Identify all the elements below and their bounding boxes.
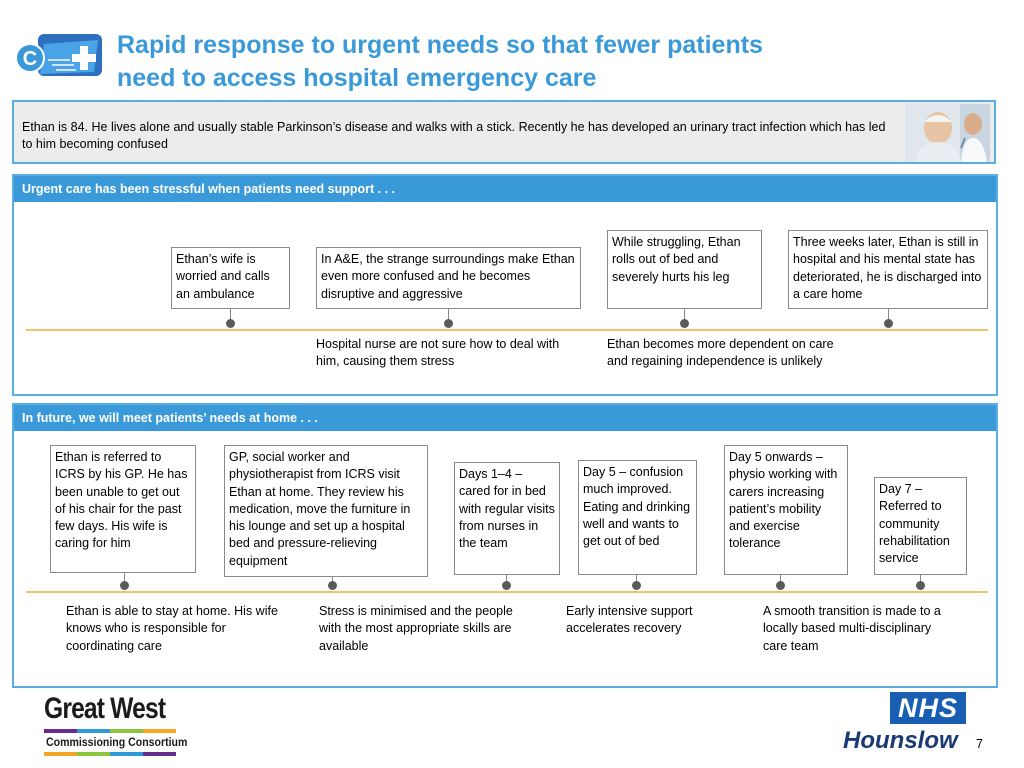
timeline-dot <box>444 319 453 328</box>
current-outcome-2: Ethan becomes more dependent on care and… <box>607 337 834 369</box>
current-section-heading: Urgent care has been stressful when pati… <box>14 176 996 202</box>
current-event-4: Three weeks later, Ethan is still in hos… <box>788 230 988 309</box>
great-west-title: Great West <box>44 692 166 725</box>
timeline-connector <box>124 573 125 583</box>
timeline-connector <box>684 309 685 321</box>
intro-text: Ethan is 84. He lives alone and usually … <box>22 120 886 151</box>
timeline-dot <box>776 581 785 590</box>
future-outcome-1: Ethan is able to stay at home. His wife … <box>66 604 278 653</box>
future-care-section: In future, we will meet patients’ needs … <box>12 403 998 688</box>
future-event-1: Ethan is referred to ICRS by his GP. He … <box>50 445 196 573</box>
timeline-connector <box>506 575 507 583</box>
future-event-3: Days 1–4 – cared for in bed with regular… <box>454 462 560 575</box>
intro-panel: Ethan is 84. He lives alone and usually … <box>12 100 996 164</box>
timeline-dot <box>916 581 925 590</box>
timeline-dot <box>632 581 641 590</box>
page-number: 7 <box>976 737 983 751</box>
timeline-connector <box>888 309 889 321</box>
timeline-connector <box>636 575 637 583</box>
timeline-connector <box>448 309 449 321</box>
current-outcome-1: Hospital nurse are not sure how to deal … <box>316 337 560 369</box>
logo-letter: C <box>23 48 37 70</box>
ccg-c-logo: C <box>14 30 110 86</box>
future-event-5: Day 5 onwards – physio working with care… <box>724 445 848 575</box>
great-west-subtitle: Commissioning Consortium <box>46 735 188 749</box>
timeline-dot <box>328 581 337 590</box>
future-outcome-2: Stress is minimised and the people with … <box>319 604 513 653</box>
future-timeline <box>26 591 988 593</box>
great-west-logo: Great West Commissioning Consortium <box>44 690 188 762</box>
current-event-1: Ethan’s wife is worried and calls an amb… <box>171 247 290 309</box>
timeline-dot <box>120 581 129 590</box>
nhs-organisation-name: Hounslow <box>843 727 958 754</box>
timeline-connector <box>230 309 231 321</box>
timeline-connector <box>332 577 333 583</box>
current-timeline <box>26 329 988 331</box>
future-section-heading: In future, we will meet patients’ needs … <box>14 405 996 431</box>
great-west-colour-bar <box>44 752 176 756</box>
future-outcome-3: Early intensive support accelerates reco… <box>566 604 693 636</box>
page-title: Rapid response to urgent needs so that f… <box>117 29 877 95</box>
timeline-dot <box>502 581 511 590</box>
future-event-4: Day 5 – confusion much improved. Eating … <box>578 460 697 575</box>
nhs-logo-badge: NHS <box>890 692 966 724</box>
timeline-dot <box>226 319 235 328</box>
current-event-3: While struggling, Ethan rolls out of bed… <box>607 230 762 309</box>
current-care-section: Urgent care has been stressful when pati… <box>12 174 998 396</box>
title-line-1: Rapid response to urgent needs so that f… <box>117 31 763 59</box>
timeline-connector <box>780 575 781 583</box>
future-outcome-4: A smooth transition is made to a locally… <box>763 604 941 653</box>
great-west-colour-bar <box>44 729 176 733</box>
current-event-2: In A&E, the strange surroundings make Et… <box>316 247 581 309</box>
title-line-2: need to access hospital emergency care <box>117 64 597 92</box>
timeline-dot <box>884 319 893 328</box>
elderly-patient-with-doctor-photo <box>905 104 990 162</box>
future-event-6: Day 7 – Referred to community rehabilita… <box>874 477 967 575</box>
timeline-connector <box>920 575 921 583</box>
future-event-2: GP, social worker and physiotherapist fr… <box>224 445 428 577</box>
timeline-dot <box>680 319 689 328</box>
